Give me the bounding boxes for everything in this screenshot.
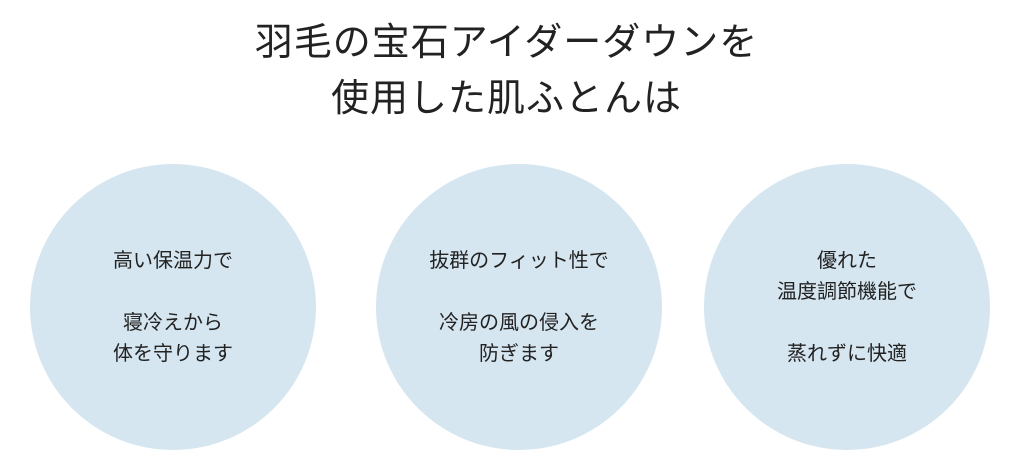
title-line-1: 羽毛の宝石アイダーダウンを xyxy=(254,20,759,64)
feature-text: 高い保温力で xyxy=(113,248,233,272)
feature-text: 寝冷えから xyxy=(123,310,223,334)
feature-text: 抜群のフィット性で xyxy=(429,248,609,272)
feature-text: 蒸れずに快適 xyxy=(787,341,907,365)
page-title: 羽毛の宝石アイダーダウンを 使用した肌ふとんは xyxy=(0,14,1013,126)
feature-circle-fit: 抜群のフィット性で 冷房の風の侵入を 防ぎます xyxy=(376,164,662,450)
feature-circle-temperature: 優れた 温度調節機能で 蒸れずに快適 xyxy=(704,164,990,450)
feature-text: 体を守ります xyxy=(113,341,233,365)
feature-text: 温度調節機能で xyxy=(777,279,917,303)
title-line-2: 使用した肌ふとんは xyxy=(330,76,682,120)
feature-circle-warmth: 高い保温力で 寝冷えから 体を守ります xyxy=(30,164,316,450)
feature-text: 冷房の風の侵入を xyxy=(439,310,599,334)
feature-text: 防ぎます xyxy=(479,341,559,365)
feature-text: 優れた xyxy=(817,248,877,272)
